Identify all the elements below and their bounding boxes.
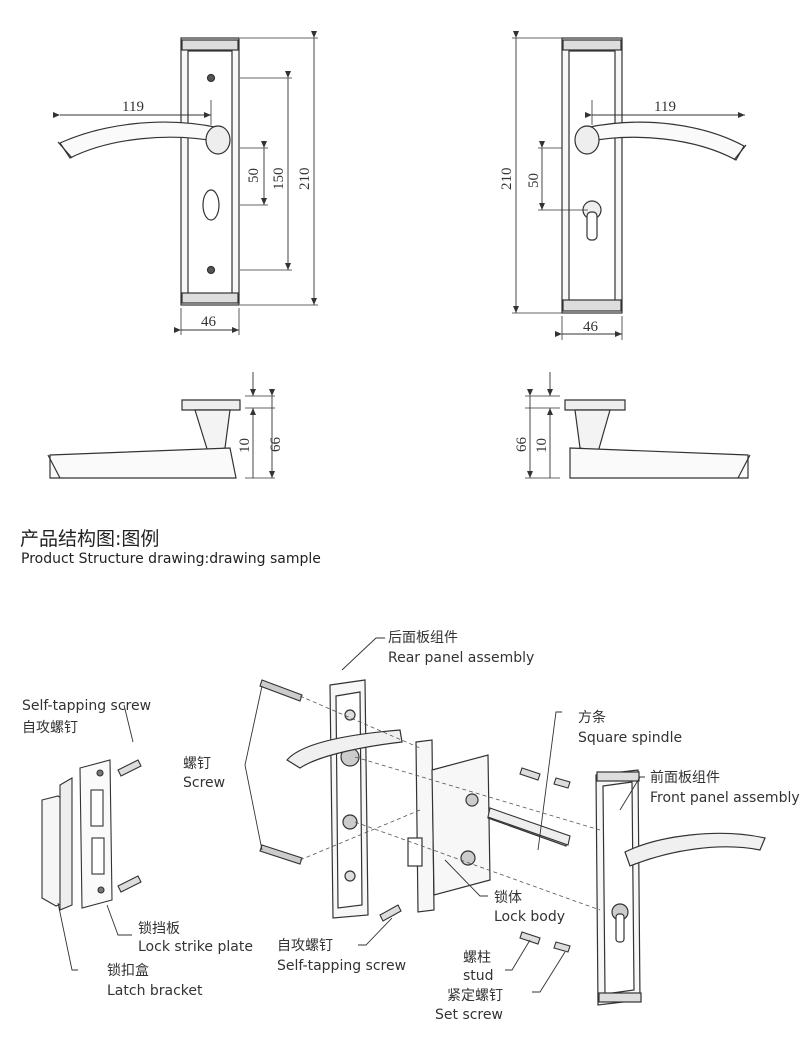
- dim-left-lever-length: 119: [122, 99, 144, 115]
- section-title-en: Product Structure drawing:drawing sample: [21, 551, 321, 567]
- latch-bracket: [41, 777, 73, 911]
- lock-body: [407, 739, 569, 913]
- dim-right-spacing-small: 50: [526, 173, 542, 188]
- leader-lines: [57, 637, 645, 993]
- front-view-left: [53, 31, 318, 335]
- front-view-right: [512, 31, 747, 340]
- dim-right-width: 46: [583, 319, 599, 335]
- lock-strike-plate: [79, 759, 113, 909]
- dim-side-left-depth: 66: [268, 437, 284, 453]
- dim-side-right-offset: 10: [534, 438, 550, 453]
- section-title-cn: 产品结构图:图例: [20, 528, 160, 550]
- square-spindle: [487, 807, 571, 846]
- dim-left-spacing-small: 50: [246, 168, 262, 183]
- side-view-left: [47, 372, 275, 479]
- long-screws: [259, 679, 303, 865]
- dim-right-lever-length: 119: [654, 99, 676, 115]
- dim-side-right-depth: 66: [514, 437, 530, 453]
- dim-right-height: 210: [499, 168, 515, 191]
- dim-left-height: 210: [297, 168, 313, 191]
- rear-panel: [286, 679, 403, 919]
- dim-left-spacing-mid: 150: [271, 168, 287, 191]
- assembly-guide-lines: [299, 695, 601, 911]
- front-panel: [595, 769, 766, 1006]
- dim-side-left-offset: 10: [237, 438, 253, 453]
- studs-set-screws: [519, 767, 571, 953]
- self-tapping-screw-small: [117, 759, 402, 922]
- dim-left-width: 46: [201, 314, 217, 330]
- side-view-right: [525, 372, 751, 479]
